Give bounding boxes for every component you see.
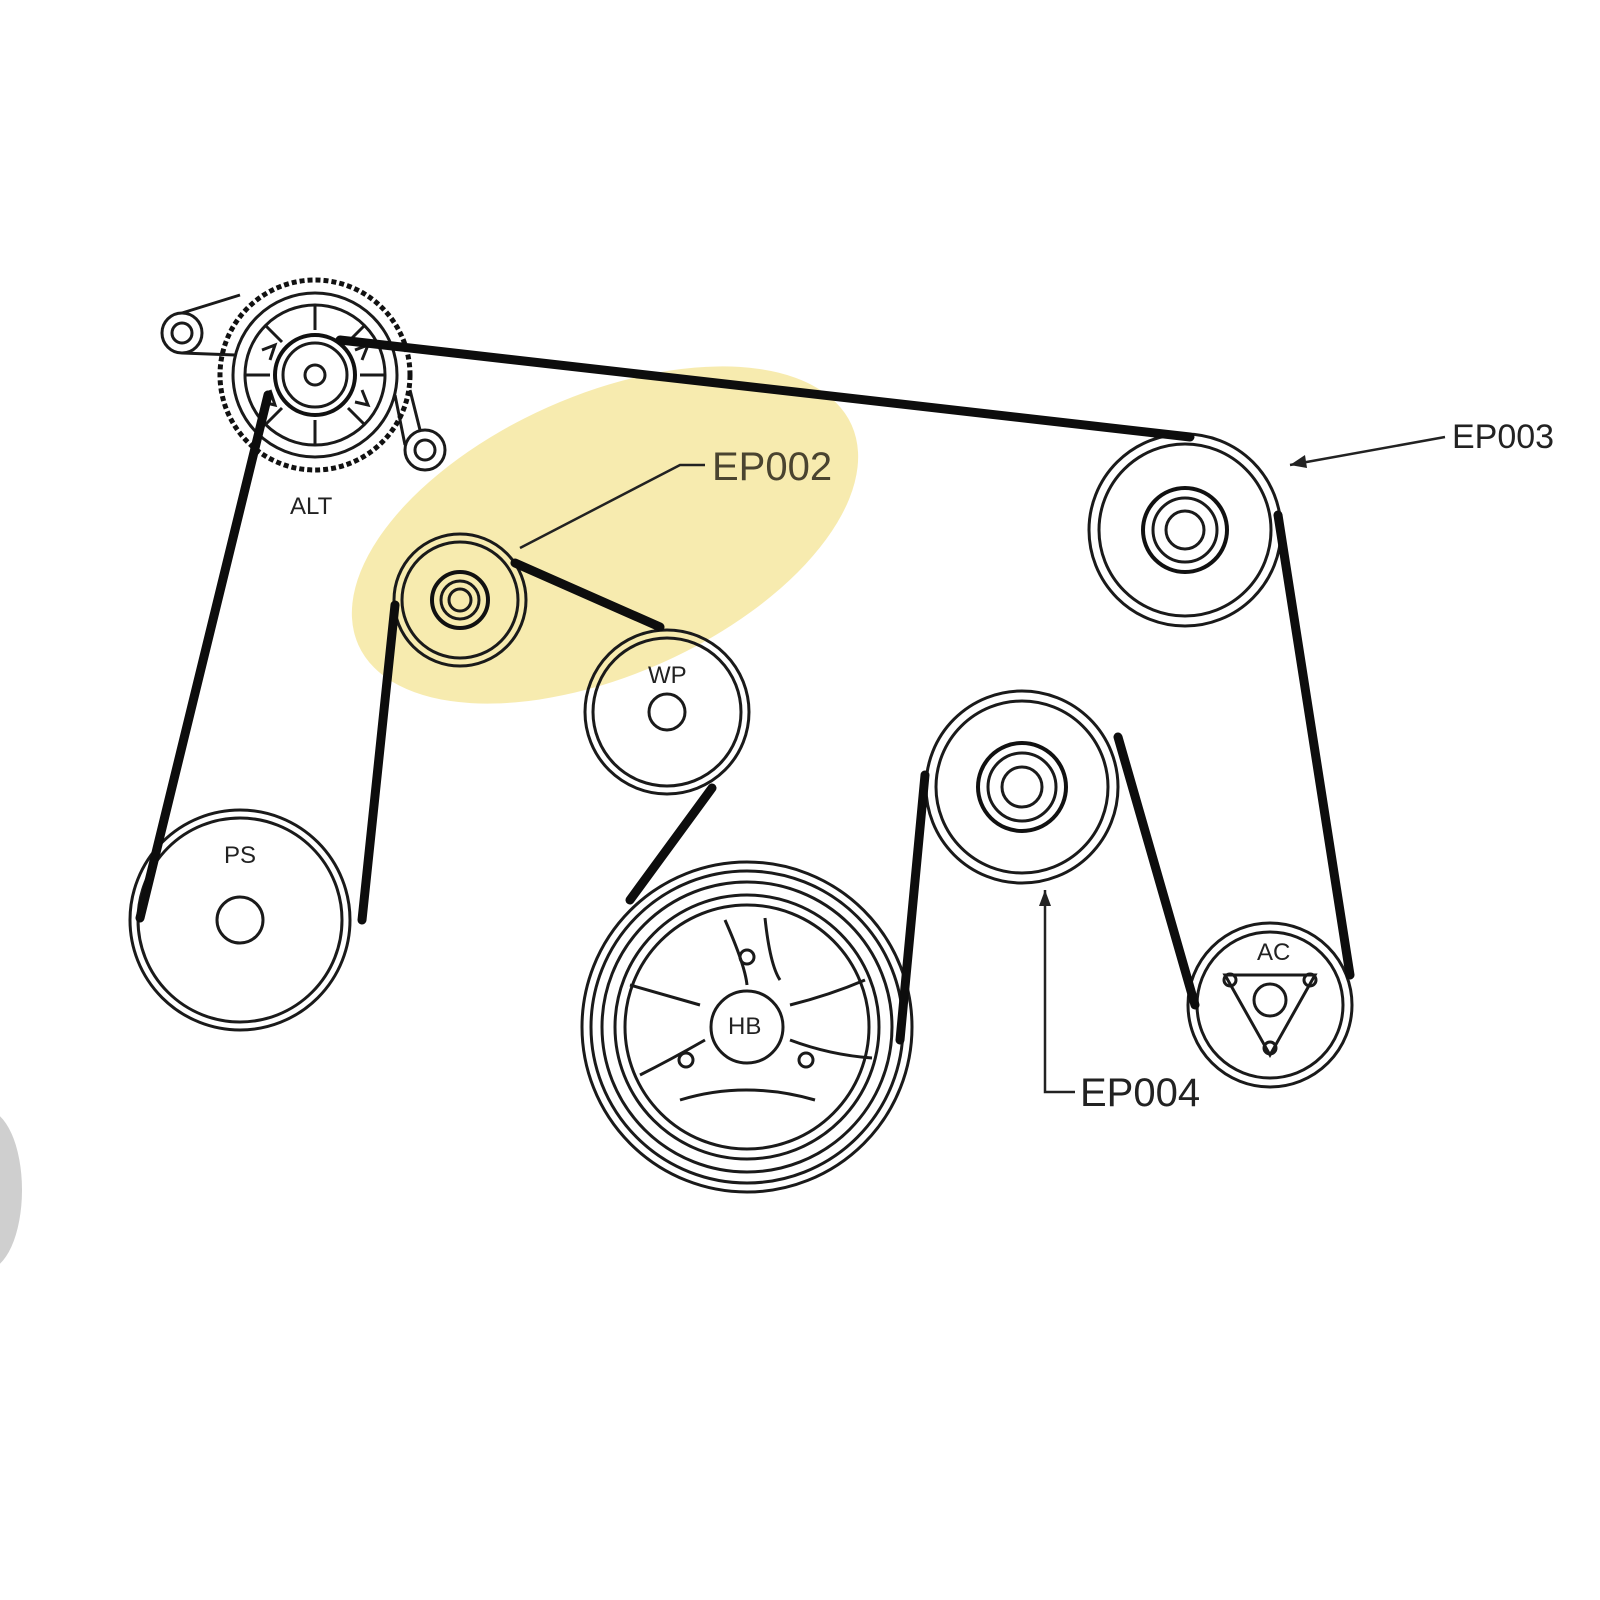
- ep004-idler-pulley: [924, 689, 1120, 885]
- ep003-callout: EP003: [1452, 418, 1554, 456]
- ps-label: PS: [224, 842, 256, 869]
- alternator: [160, 277, 447, 473]
- edge-scroll-handle[interactable]: [0, 1110, 22, 1270]
- hb-label: HB: [728, 1013, 761, 1040]
- ep004-leader-line: [1043, 890, 1075, 1094]
- wp-label: WP: [648, 662, 687, 689]
- ac-label: AC: [1257, 939, 1290, 966]
- alt-label: ALT: [290, 493, 333, 520]
- ep002-leader-line: [519, 463, 705, 550]
- ep004-arrowhead: [1039, 890, 1051, 906]
- ep003-arrowhead: [1290, 455, 1307, 468]
- serpentine-belt: [135, 335, 1355, 1045]
- ep002-callout: EP002: [712, 445, 832, 489]
- water-pump-pulley: [583, 628, 751, 796]
- ep002-idler-pulley: [392, 532, 528, 668]
- ep003-idler-pulley: [1087, 432, 1283, 628]
- ep004-callout: EP004: [1080, 1071, 1200, 1115]
- ep003-leader-line: [1289, 435, 1446, 467]
- ac-compressor-pulley: [1186, 921, 1354, 1089]
